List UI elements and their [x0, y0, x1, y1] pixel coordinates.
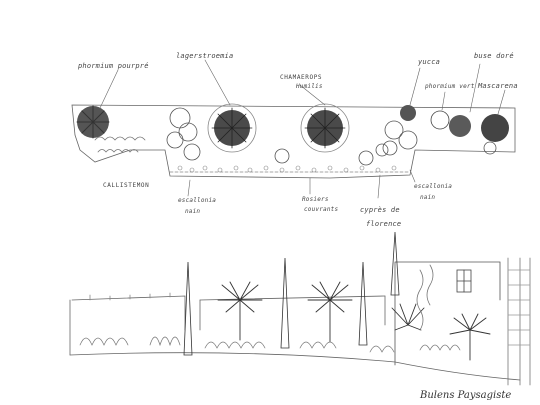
label-escallonia-right-2: nain [420, 194, 436, 201]
label-callistemon: CALLISTEMON [103, 182, 150, 189]
label-cypres-1: cyprès de [360, 206, 400, 214]
phormium-pourpre-symbol [76, 105, 110, 139]
yucca-elevation [391, 303, 425, 331]
label-rosiers-1: Rosiers [302, 196, 329, 203]
cypress-elevation [183, 231, 400, 356]
label-escallonia-left-2: nain [185, 208, 201, 215]
signature: Bulens Paysagiste [420, 390, 512, 401]
label-phormium-vert: phormium vert [425, 83, 475, 90]
label-buse-doree: buse doré [474, 52, 514, 60]
label-chamaerops-line2: Humilis [296, 83, 323, 90]
yucca-symbol [382, 105, 418, 156]
elevation-view [69, 231, 531, 386]
rosiers-symbols [274, 143, 389, 166]
label-escallonia-right-1: escallonia [414, 183, 453, 190]
label-cypres-2: florence [366, 220, 402, 228]
chamaerops-symbol-1 [207, 103, 257, 153]
palm-elevation-1 [217, 281, 263, 341]
palm-elevation-3 [449, 313, 491, 361]
mascarena-symbol [481, 114, 509, 155]
label-escallonia-left-1: escallonia [178, 197, 217, 204]
palm-elevation-2 [307, 281, 353, 343]
label-phormium-pourpre: phormium pourpré [78, 62, 149, 70]
label-lagerstroemia: lagerstroemia [176, 52, 234, 60]
label-rosiers-2: couvrants [304, 206, 339, 213]
lagerstroemia-symbol [166, 107, 201, 161]
chamaerops-symbol-2 [300, 103, 350, 153]
label-mascarena: Mascarena [478, 82, 518, 90]
label-chamaerops-line1: CHAMAEROPS [280, 74, 323, 81]
buse-doree-symbol [430, 110, 471, 137]
label-yucca: yucca [418, 58, 441, 66]
plan-view [71, 59, 516, 199]
